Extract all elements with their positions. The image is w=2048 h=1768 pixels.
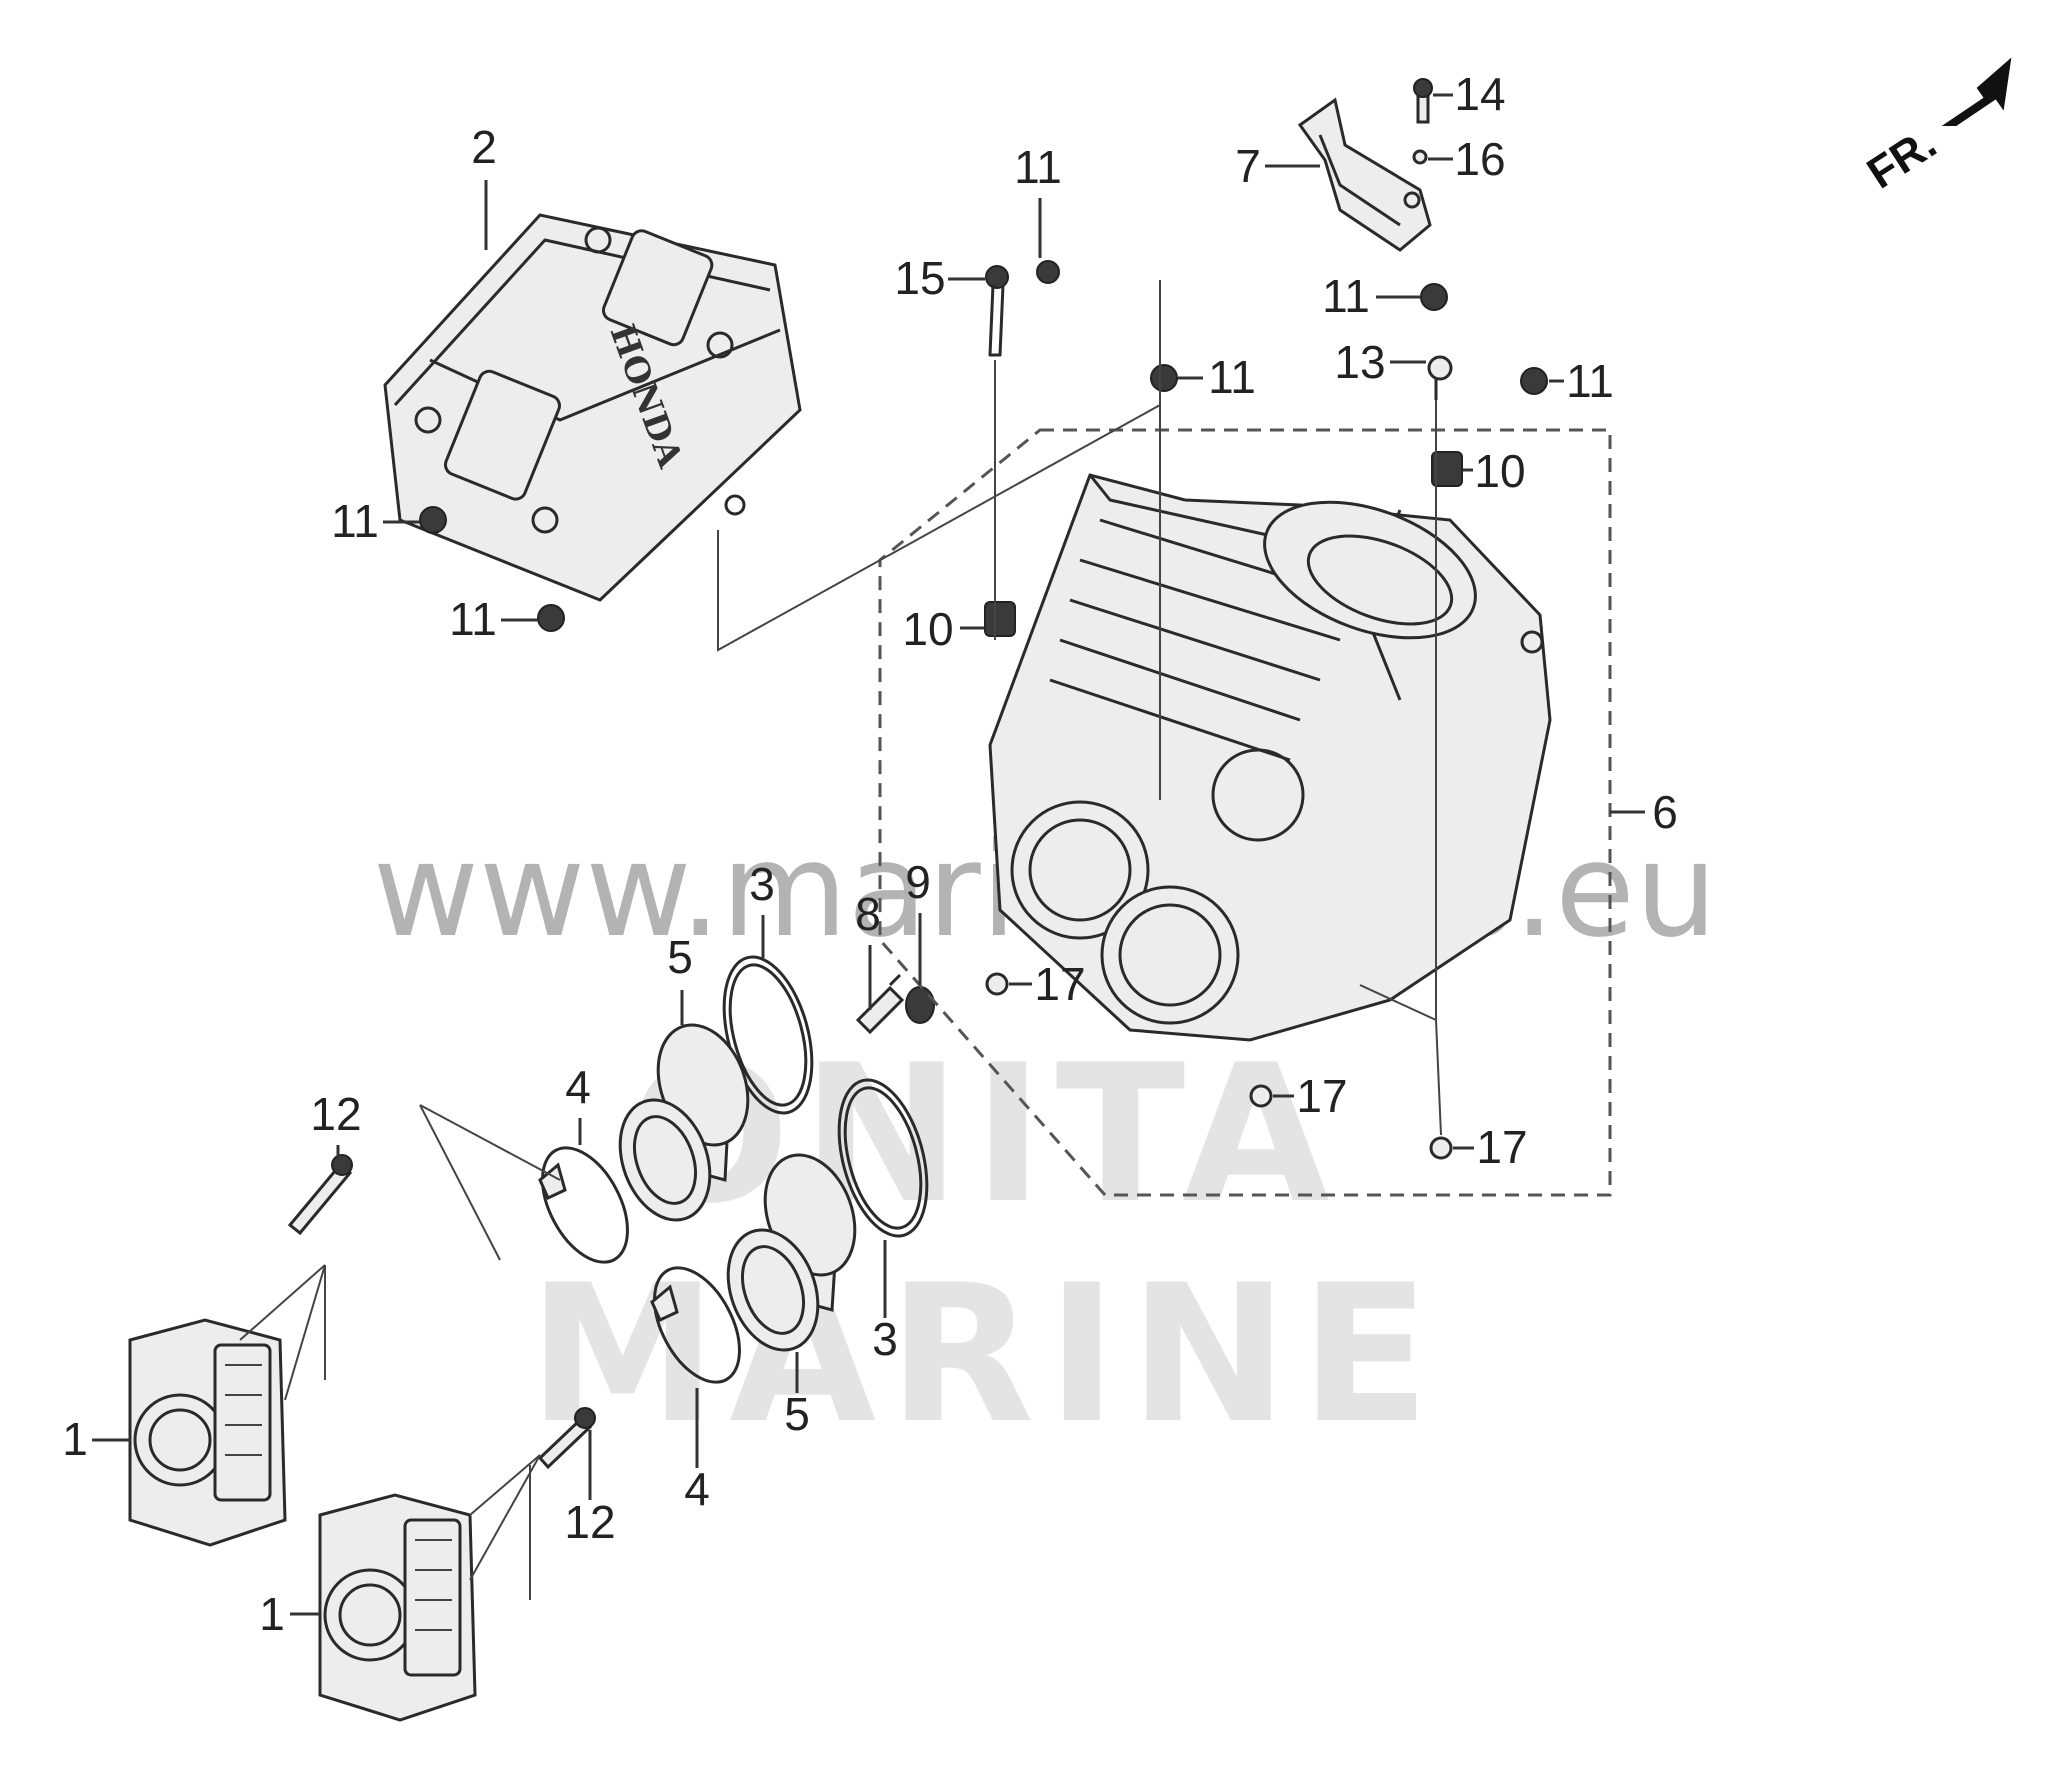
callout-label: 16 [1454,133,1505,185]
callout-label: 15 [894,252,945,304]
callout-10-right: 10 [1463,445,1526,497]
callout-label: 11 [1208,351,1256,403]
part-bracket [1297,97,1432,252]
callout-16: 16 [1428,133,1506,185]
callout-label: 5 [667,931,693,983]
callout-label: 5 [784,1388,810,1440]
callout-label: 10 [1474,445,1525,497]
callout-label: 9 [905,856,931,908]
callout-17-top: 17 [1009,958,1086,1010]
callout-11-top: 11 [1014,141,1062,258]
callout-5-bottom: 5 [784,1352,810,1440]
callout-17-bottom: 17 [1453,1121,1528,1173]
callout-11-bracket: 11 [1322,270,1420,322]
callout-4-bottom: 4 [684,1388,710,1515]
watermark-logo-line2: MARINE [528,1244,1442,1465]
callout-label: 17 [1476,1121,1527,1173]
callout-1-lower: 1 [259,1588,320,1640]
callout-14: 14 [1433,68,1506,120]
callout-label: 12 [310,1088,361,1140]
callout-label: 11 [449,593,497,645]
part-throttle-body-upper [128,1318,287,1547]
callout-11-left-b: 11 [449,593,538,645]
callout-2: 2 [471,121,497,250]
part-cover: HONDA [383,213,802,602]
callout-label: 6 [1652,786,1678,838]
callout-3-bottom: 3 [872,1240,898,1365]
callout-10-left: 10 [902,603,985,655]
callout-17-mid: 17 [1273,1070,1348,1122]
callout-label: 1 [259,1588,285,1640]
callout-3-top: 3 [749,858,775,958]
callout-11-right: 11 [1549,355,1614,407]
callout-label: 3 [749,858,775,910]
callout-label: 13 [1334,336,1385,388]
callout-13: 13 [1334,336,1426,388]
callout-15: 15 [894,252,985,304]
orientation-label: FR. [1859,119,1945,199]
callout-12-top: 12 [310,1088,362,1160]
callout-4-top: 4 [565,1061,591,1145]
callout-label: 2 [471,121,497,173]
orientation-indicator: FR. [1859,57,2012,199]
callout-12-bottom: 12 [564,1430,616,1548]
callout-11-left-a: 11 [331,495,420,547]
assembly-lines [239,280,1442,1600]
callout-label: 12 [564,1496,615,1548]
callout-label: 4 [565,1061,591,1113]
callout-label: 11 [1014,141,1062,193]
callout-label: 14 [1454,68,1505,120]
arrow-icon [1941,57,2012,126]
callout-8: 8 [855,888,881,1010]
callout-label: 8 [855,888,881,940]
callout-label: 3 [872,1313,898,1365]
callout-5-top: 5 [667,931,693,1025]
callout-label: 17 [1034,958,1085,1010]
callout-label: 4 [684,1463,710,1515]
callout-label: 1 [62,1413,88,1465]
callout-9: 9 [905,856,931,985]
callout-11-mid: 11 [1178,351,1256,403]
callout-label: 7 [1235,140,1261,192]
part-air-cleaner-case [988,473,1552,1042]
hardware [419,78,1548,1160]
callout-label: 11 [1322,270,1370,322]
callout-label: 11 [1566,355,1614,407]
callout-label: 17 [1296,1070,1347,1122]
watermark-logo-line1: ONITA [628,1024,1341,1245]
part-throttle-body-lower [318,1493,477,1722]
callout-label: 10 [902,603,953,655]
callout-6: 6 [1610,786,1678,838]
callout-label: 11 [331,495,379,547]
callout-1-upper: 1 [62,1413,130,1465]
callout-7: 7 [1235,140,1320,192]
part-rings-and-tubes [538,955,929,1384]
callouts: 2 11 15 14 7 16 11 11 [62,68,1678,1640]
